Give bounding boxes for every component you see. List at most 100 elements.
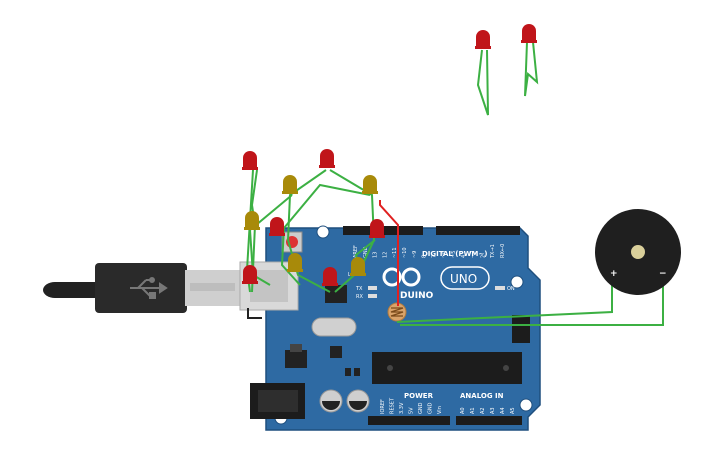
led[interactable] bbox=[475, 30, 491, 49]
buzzer-center bbox=[631, 245, 645, 259]
led[interactable] bbox=[242, 265, 258, 284]
wire-led-3[interactable] bbox=[286, 169, 331, 293]
power-header-label: POWER bbox=[404, 392, 434, 400]
led[interactable] bbox=[369, 219, 385, 238]
wire-buzzer-minus[interactable] bbox=[400, 280, 664, 326]
capacitor-stripe bbox=[349, 401, 367, 410]
led[interactable] bbox=[350, 257, 366, 276]
icsp-header bbox=[512, 315, 530, 343]
pin-label: 5V bbox=[409, 407, 415, 414]
dc-barrel-jack-inner bbox=[258, 390, 298, 412]
on-led bbox=[495, 286, 505, 290]
pin-label: TX→1 bbox=[490, 244, 496, 259]
pin-label: GND bbox=[363, 246, 369, 258]
buzzer-plus-label: + bbox=[610, 269, 618, 279]
led[interactable] bbox=[521, 24, 537, 43]
pin-label: 13 bbox=[373, 252, 379, 258]
usb-cable-body bbox=[55, 282, 105, 298]
smd-part bbox=[345, 368, 351, 376]
led-body bbox=[351, 257, 365, 274]
analog-pin-labels: A0 A1 A2 A3 A4 A5 bbox=[460, 407, 516, 414]
led-body bbox=[323, 267, 337, 284]
led-body bbox=[320, 149, 334, 166]
pin-label: A4 bbox=[500, 407, 506, 414]
wire-buzzer-plus[interactable] bbox=[396, 280, 613, 323]
tx-label: TX bbox=[355, 286, 363, 292]
wire-led-5[interactable] bbox=[248, 194, 293, 286]
usb-metal-inner bbox=[190, 283, 235, 291]
logo-text: DUINO bbox=[400, 291, 434, 301]
pin-label: ~3 bbox=[471, 251, 477, 258]
led-body bbox=[243, 265, 257, 282]
led-rim bbox=[322, 283, 338, 286]
pin-label: GND bbox=[428, 402, 434, 414]
led-body bbox=[476, 30, 490, 47]
capacitor-stripe bbox=[322, 401, 340, 410]
rx-label: RX bbox=[356, 294, 363, 300]
mount-hole bbox=[519, 398, 533, 412]
voltage-regulator bbox=[285, 350, 307, 368]
wire-black[interactable] bbox=[247, 308, 262, 319]
led-body bbox=[245, 211, 259, 228]
led[interactable] bbox=[287, 253, 303, 272]
usb-cable[interactable] bbox=[43, 263, 250, 313]
tx-led bbox=[368, 286, 377, 290]
crystal-oscillator bbox=[311, 317, 357, 337]
pin-label: A3 bbox=[490, 407, 496, 414]
chip-notch bbox=[387, 365, 393, 371]
mount-hole bbox=[510, 275, 524, 289]
mount-hole bbox=[316, 225, 330, 239]
led-rim bbox=[350, 273, 366, 276]
pin-label: A0 bbox=[460, 407, 466, 414]
pin-label: A5 bbox=[510, 407, 516, 414]
pin-label: RX←0 bbox=[500, 244, 506, 258]
led-rim bbox=[521, 40, 537, 43]
pin-label: ~9 bbox=[412, 251, 418, 258]
wire-red[interactable] bbox=[379, 200, 399, 306]
pin-label: RESET bbox=[390, 397, 396, 414]
led[interactable] bbox=[269, 217, 285, 236]
led[interactable] bbox=[322, 267, 338, 286]
led[interactable] bbox=[362, 175, 378, 194]
pin-label: 2 bbox=[480, 255, 486, 258]
piezo-buzzer[interactable]: + − bbox=[595, 209, 681, 295]
wire-floating-led-1[interactable] bbox=[476, 49, 489, 116]
pin-label: ~11 bbox=[392, 247, 398, 258]
led[interactable] bbox=[282, 175, 298, 194]
pin-label: A1 bbox=[470, 407, 476, 414]
pin-label: A2 bbox=[480, 407, 486, 414]
pin-label: ~10 bbox=[402, 247, 408, 258]
led-rim bbox=[269, 233, 285, 236]
led[interactable] bbox=[244, 211, 260, 230]
led-rim bbox=[282, 191, 298, 194]
arduino-logo: DUINO UNO bbox=[382, 266, 490, 301]
pin-label: GND bbox=[418, 402, 424, 414]
led-body bbox=[288, 253, 302, 270]
smd-part bbox=[354, 368, 360, 376]
led[interactable] bbox=[319, 149, 335, 168]
pin-label: ~5 bbox=[451, 251, 457, 258]
led-body bbox=[522, 24, 536, 41]
buzzer-minus-label: − bbox=[659, 269, 667, 279]
pin-label: Vin bbox=[437, 406, 443, 414]
regulator-tab bbox=[290, 344, 302, 352]
smd-chip bbox=[330, 346, 342, 358]
led-body bbox=[363, 175, 377, 192]
led-body bbox=[370, 219, 384, 236]
led-rim bbox=[475, 46, 491, 49]
analog-header-label: ANALOG IN bbox=[460, 392, 504, 400]
led-rim bbox=[287, 269, 303, 272]
uno-oval bbox=[440, 266, 490, 290]
pin-label: 4 bbox=[461, 255, 467, 258]
led-rim bbox=[319, 165, 335, 168]
analog-header bbox=[456, 416, 522, 425]
led[interactable] bbox=[242, 151, 258, 170]
usb-icon bbox=[130, 277, 168, 299]
on-label: ON bbox=[507, 286, 515, 292]
wire-floating-led-2[interactable] bbox=[524, 41, 539, 97]
usb-ic-chip bbox=[325, 285, 347, 303]
